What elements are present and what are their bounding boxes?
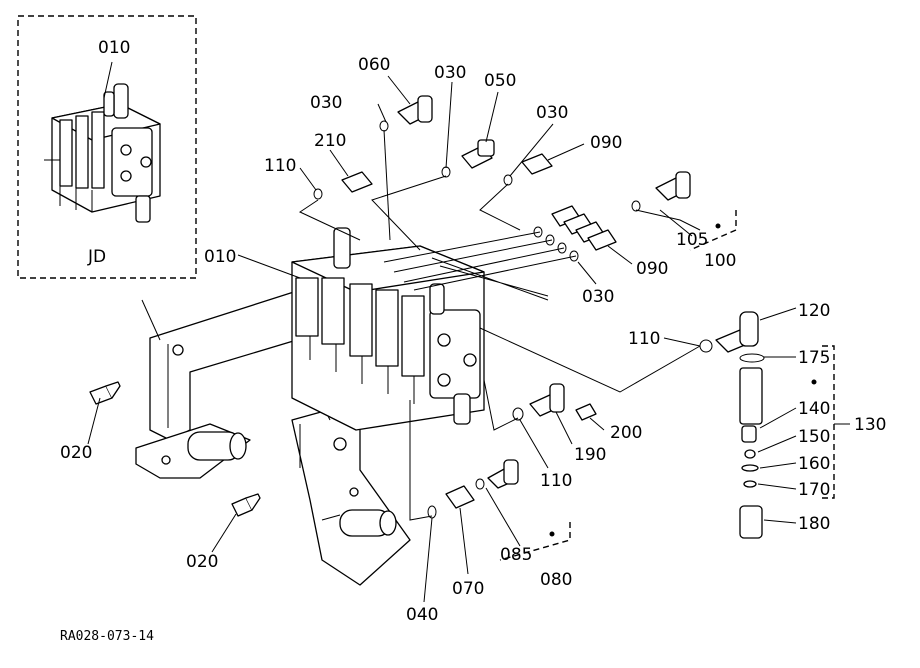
adapter-210 (341, 171, 373, 193)
label-130: 130 (854, 415, 886, 435)
elbow-085 (487, 459, 519, 489)
label-030-b: 030 (434, 63, 466, 83)
label-190: 190 (574, 445, 606, 465)
bracket-130 (822, 345, 835, 499)
label-030-c: 030 (536, 103, 568, 123)
part-labels: 010 020 020 030 030 030 030 040 050 060 … (60, 55, 886, 625)
mounting-bracket-right (291, 399, 411, 586)
label-030-a: 030 (310, 93, 342, 113)
label-020-upper: 020 (60, 443, 92, 463)
o-rings (313, 120, 713, 519)
label-120: 120 (798, 301, 830, 321)
dot-085 (549, 531, 555, 537)
inset-valve-assembly (44, 61, 161, 223)
label-010-inset: 010 (98, 38, 130, 58)
drawing-code: RA028-073-14 (60, 629, 154, 644)
label-200: 200 (610, 423, 642, 443)
label-030-d: 030 (582, 287, 614, 307)
label-140: 140 (798, 399, 830, 419)
label-050: 050 (484, 71, 516, 91)
label-110-upper: 110 (264, 156, 296, 176)
dot-105 (715, 223, 721, 229)
label-060: 060 (358, 55, 390, 75)
label-040: 040 (406, 605, 438, 625)
bracket-080 (499, 522, 571, 561)
label-010: 010 (204, 247, 236, 267)
label-105: 105 (676, 230, 708, 250)
label-100: 100 (704, 251, 736, 271)
label-090-upper: 090 (590, 133, 622, 153)
relief-valve-130-stack (739, 353, 765, 539)
label-110-lower: 110 (540, 471, 572, 491)
label-070: 070 (452, 579, 484, 599)
label-210: 210 (314, 131, 346, 151)
label-020-lower: 020 (186, 552, 218, 572)
label-175: 175 (798, 348, 830, 368)
label-080: 080 (540, 570, 572, 590)
elbow-105 (655, 171, 691, 201)
label-090-lower: 090 (636, 259, 668, 279)
elbow-fitting-060 (397, 95, 433, 125)
inset-label-jd: JD (87, 247, 106, 267)
label-160: 160 (798, 454, 830, 474)
elbow-190 (529, 383, 565, 417)
assembly-lines (298, 129, 701, 521)
bolt-020-lower (231, 493, 261, 517)
inset-box: 010 JD (17, 15, 197, 279)
label-180: 180 (798, 514, 830, 534)
plug-200 (575, 403, 597, 421)
label-085: 085 (500, 545, 532, 565)
bolt-020-upper (89, 381, 121, 405)
label-leaders (87, 75, 797, 603)
elbow-120 (715, 311, 759, 353)
mounting-bracket-left (135, 289, 331, 479)
nipple-090-upper (521, 153, 553, 175)
label-150: 150 (798, 427, 830, 447)
dot-130 (811, 379, 817, 385)
label-170: 170 (798, 480, 830, 500)
nipple-050 (461, 139, 495, 169)
label-110-right: 110 (628, 329, 660, 349)
control-valve-010 (291, 227, 485, 431)
bracket-100 (689, 210, 737, 251)
fitting-070 (445, 485, 475, 509)
nipples-090-cluster (551, 205, 617, 251)
